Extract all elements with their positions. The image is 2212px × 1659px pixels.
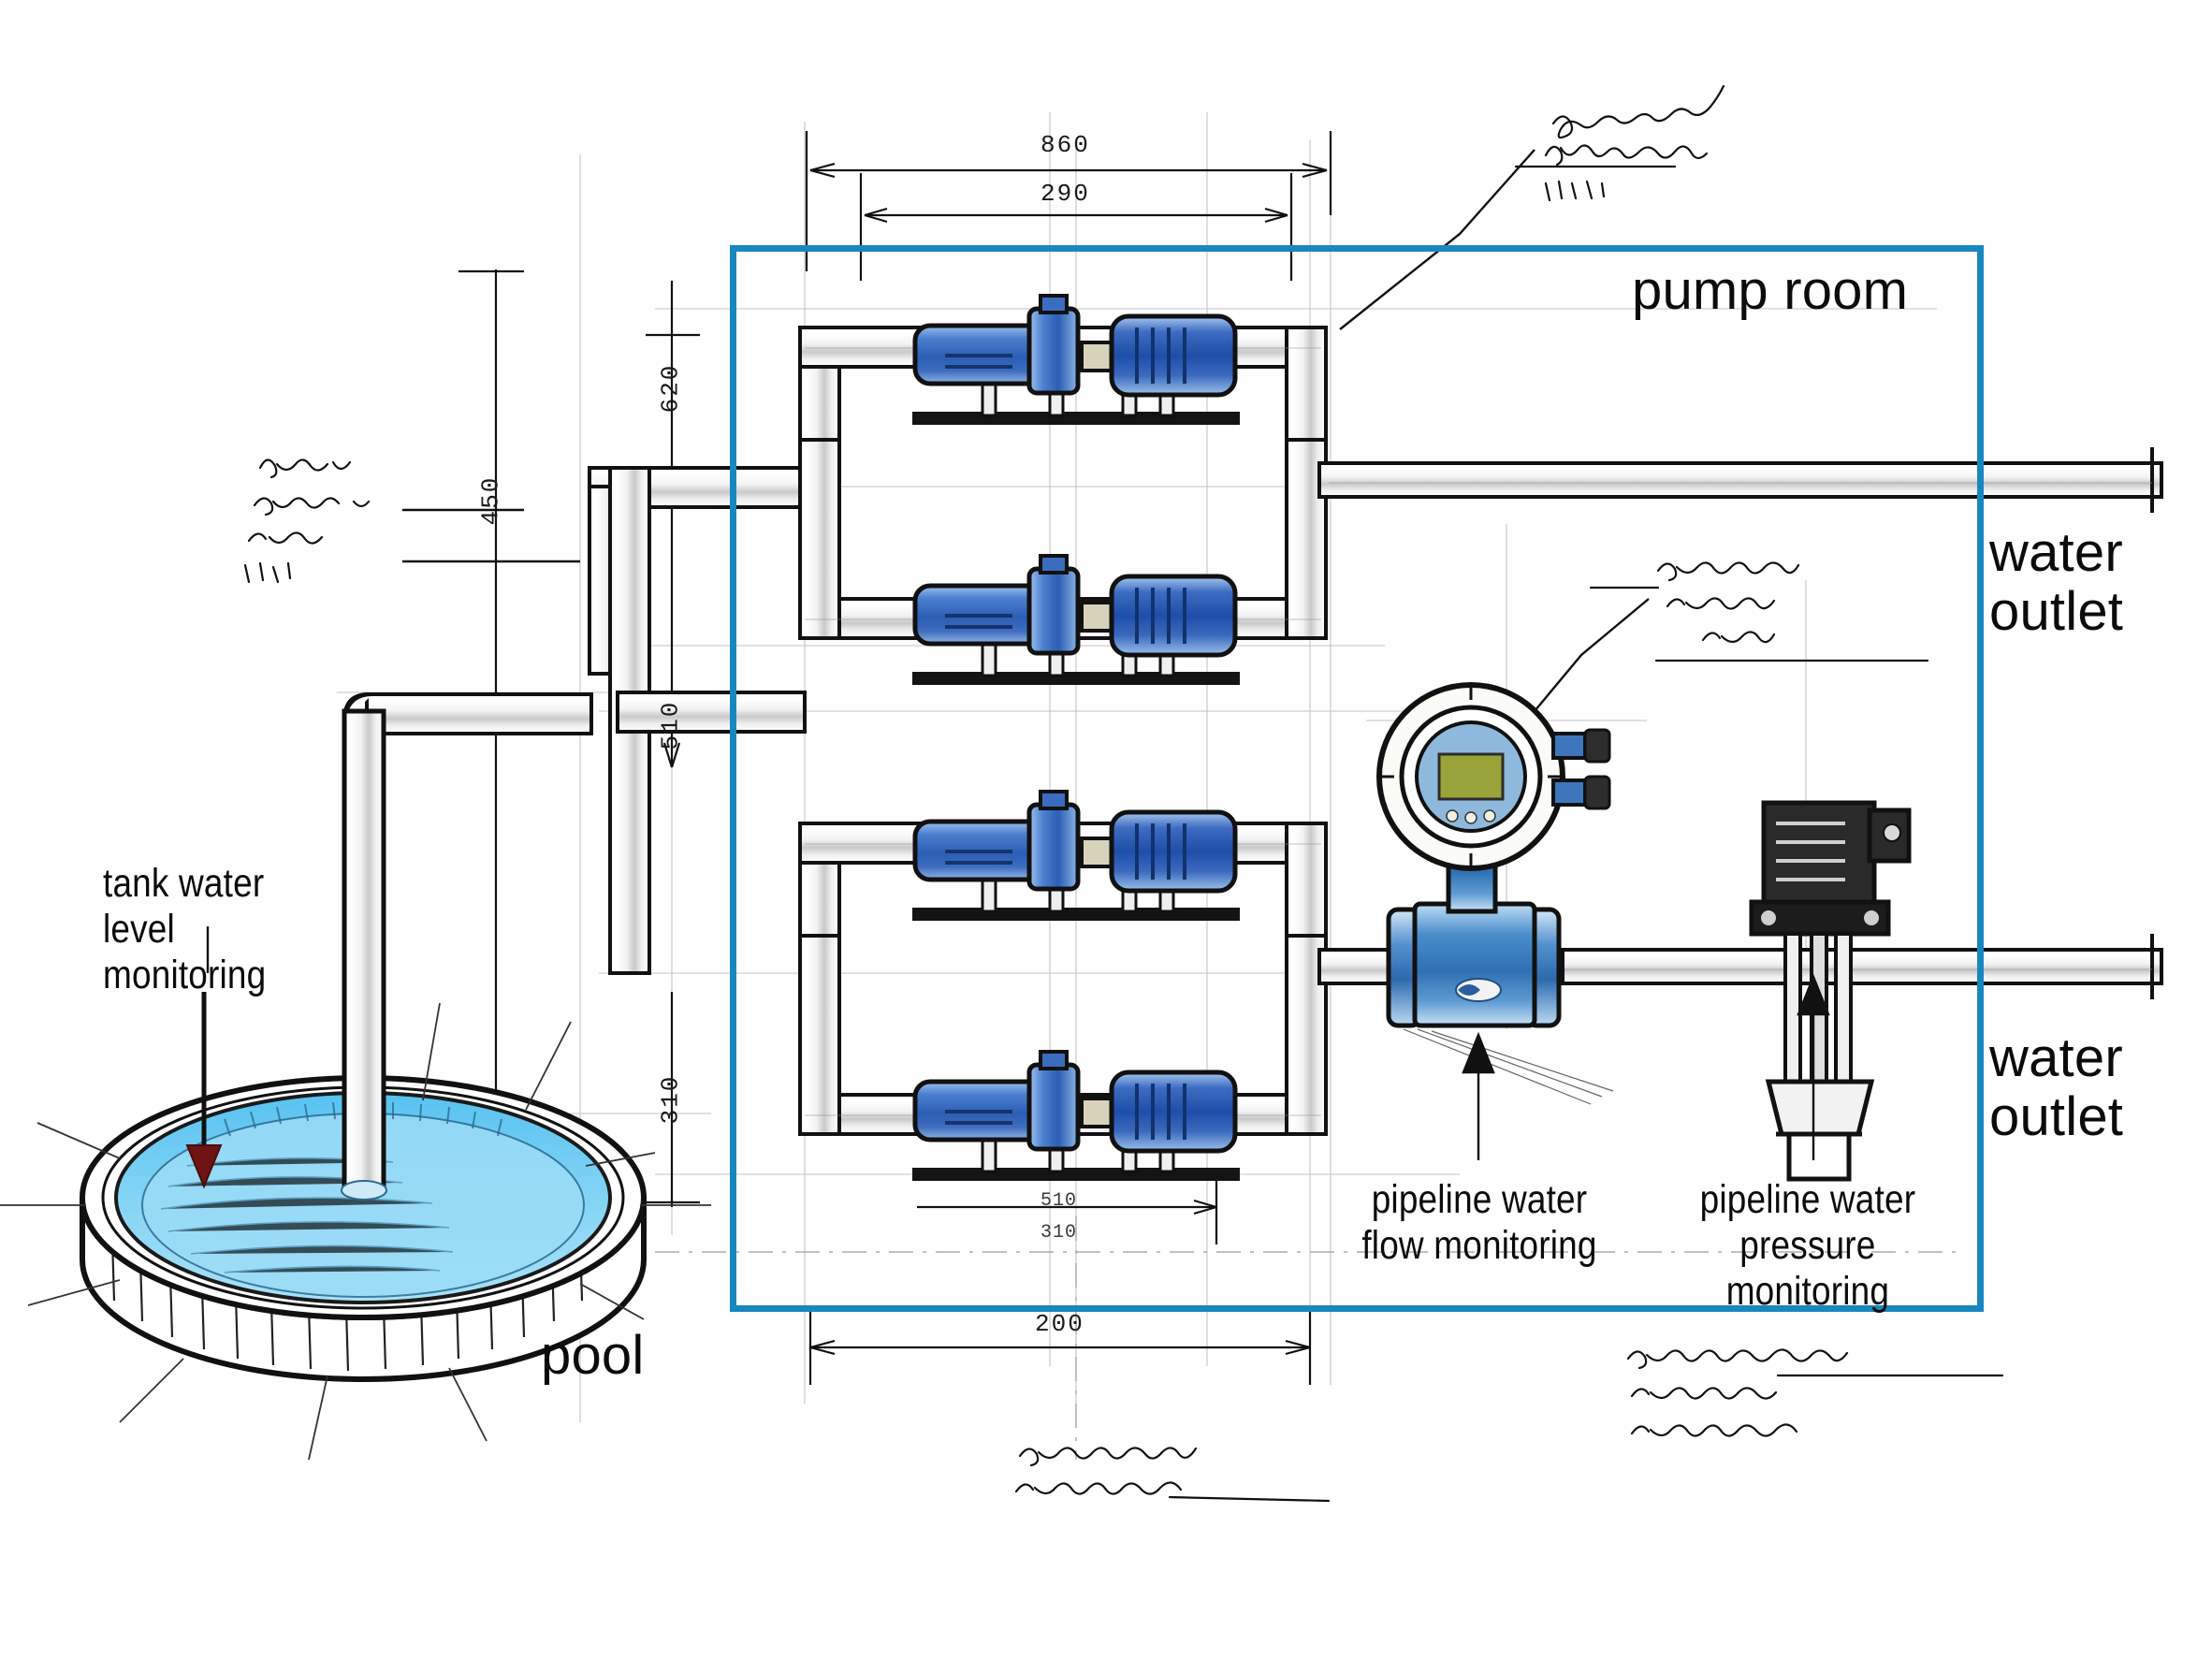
pump-unit-2 xyxy=(912,554,1240,685)
pump-room-boundary xyxy=(730,245,1984,1312)
dimension-bottom-inner-b: 310 xyxy=(1041,1222,1078,1244)
scribble-bottom-right xyxy=(1626,1348,2004,1437)
flow-monitoring-label: pipeline water flow monitoring xyxy=(1361,1177,1597,1269)
level-arrow xyxy=(185,992,223,1189)
pump-unit-3 xyxy=(912,790,1240,921)
pressure-monitoring-label: pipeline water pressure monitoring xyxy=(1699,1177,1916,1315)
water-outlet-bottom-label: water outlet xyxy=(1989,1027,2124,1147)
dimension-bottom-inner-a: 510 xyxy=(1041,1190,1078,1212)
scribble-flowmeter xyxy=(1589,561,1929,662)
water-outlet-top-label: water outlet xyxy=(1989,522,2124,642)
dimension-left-outer: 450 xyxy=(476,475,505,526)
scribble-bottom-center xyxy=(1014,1447,1331,1503)
dimension-top-inner: 290 xyxy=(1041,180,1090,208)
pump-unit-1 xyxy=(912,294,1240,425)
pool-basin xyxy=(0,708,711,1461)
pump-room-label: pump room xyxy=(1632,260,1909,321)
tank-level-monitoring-label: tank water level monitoring xyxy=(103,861,267,998)
outlet-pipe-top xyxy=(1317,447,2163,513)
dimension-lower-vertical: 310 xyxy=(656,1074,685,1125)
dimension-top-outer: 860 xyxy=(1041,131,1090,159)
vertical-header-pipe xyxy=(608,466,807,975)
pool-label: pool xyxy=(541,1325,645,1386)
pool-leader-lines xyxy=(0,1002,711,1461)
dimension-mid-vertical: 510 xyxy=(656,700,685,750)
annotation-leaders xyxy=(206,149,1830,1160)
pump-unit-4 xyxy=(912,1050,1240,1181)
pressure-transmitter xyxy=(1749,800,1912,1182)
dimension-bottom-outer: 200 xyxy=(1035,1310,1084,1338)
dimension-lines-bottom xyxy=(808,1170,1312,1385)
center-lines xyxy=(655,1216,1956,1460)
scribble-left xyxy=(243,458,371,584)
flow-meter xyxy=(1317,682,1614,1105)
dimension-left-inner: 620 xyxy=(656,363,685,414)
scribble-top-right xyxy=(1514,84,1725,202)
